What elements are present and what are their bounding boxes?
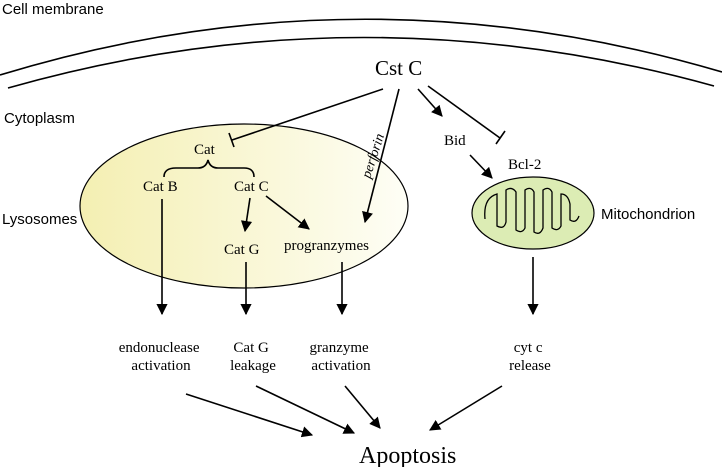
cytc-to-apoptosis-arrow	[429, 385, 503, 431]
cell-membrane-outer	[0, 18, 722, 76]
cstc-to-bid-arrow	[417, 88, 443, 117]
cat-brace	[163, 159, 255, 178]
bcl2-inhibition-bar	[495, 130, 506, 145]
cat-b-label: Cat B	[143, 179, 178, 195]
endonuclease-label: endonuclease activation	[119, 340, 204, 374]
cstc-inhibits-bcl2	[427, 85, 501, 139]
mitochondrion	[471, 176, 595, 250]
cell-membrane-label: Cell membrane	[2, 1, 104, 18]
lysosomes-label: Lysosomes	[2, 211, 77, 228]
catg-leakage-line-1: Cat G	[233, 340, 269, 356]
cat-label: Cat	[194, 142, 216, 158]
bcl2-label: Bcl-2	[508, 157, 541, 173]
cst-c-label: Cst C	[375, 56, 422, 80]
granzyme-to-apoptosis-arrow	[344, 385, 381, 429]
endonuclease-line-2: activation	[131, 358, 191, 374]
cat-inhibition-bar	[228, 132, 235, 148]
cat-g-label: Cat G	[224, 242, 260, 258]
cstc-inhibits-cat	[231, 88, 384, 141]
lysosome	[79, 123, 409, 289]
cytc-line-1: cyt c	[514, 340, 543, 356]
cat-c-label: Cat C	[234, 179, 269, 195]
mitochondrion-cristae-icon	[484, 187, 580, 234]
cytc-line-2: release	[509, 358, 551, 374]
cytoplasm-label: Cytoplasm	[4, 110, 75, 127]
endonuclease-to-apoptosis-arrow	[185, 393, 314, 438]
catg-leakage-label: Cat G leakage	[230, 340, 276, 374]
mitochondrion-label: Mitochondrion	[601, 206, 695, 223]
granzyme-activation-label: granzyme activation	[310, 340, 373, 374]
granzyme-line-1: granzyme	[310, 340, 369, 356]
apoptosis-label: Apoptosis	[359, 443, 456, 467]
granzyme-line-2: activation	[311, 358, 371, 374]
catc-to-progranzymes-arrow	[265, 195, 310, 230]
catg-to-apoptosis-arrow	[255, 385, 356, 434]
bid-to-mitochondrion-arrow	[469, 154, 493, 179]
catc-to-catg-arrow	[240, 197, 253, 233]
endonuclease-line-1: endonuclease	[119, 340, 200, 356]
cell-membrane-inner	[7, 36, 715, 89]
catg-leakage-line-2: leakage	[230, 358, 276, 374]
cytc-release-label: cyt c release	[509, 340, 551, 374]
bid-label: Bid	[444, 133, 466, 149]
perforin-arrow	[362, 88, 400, 224]
progranzymes-label: progranzymes	[284, 238, 369, 254]
